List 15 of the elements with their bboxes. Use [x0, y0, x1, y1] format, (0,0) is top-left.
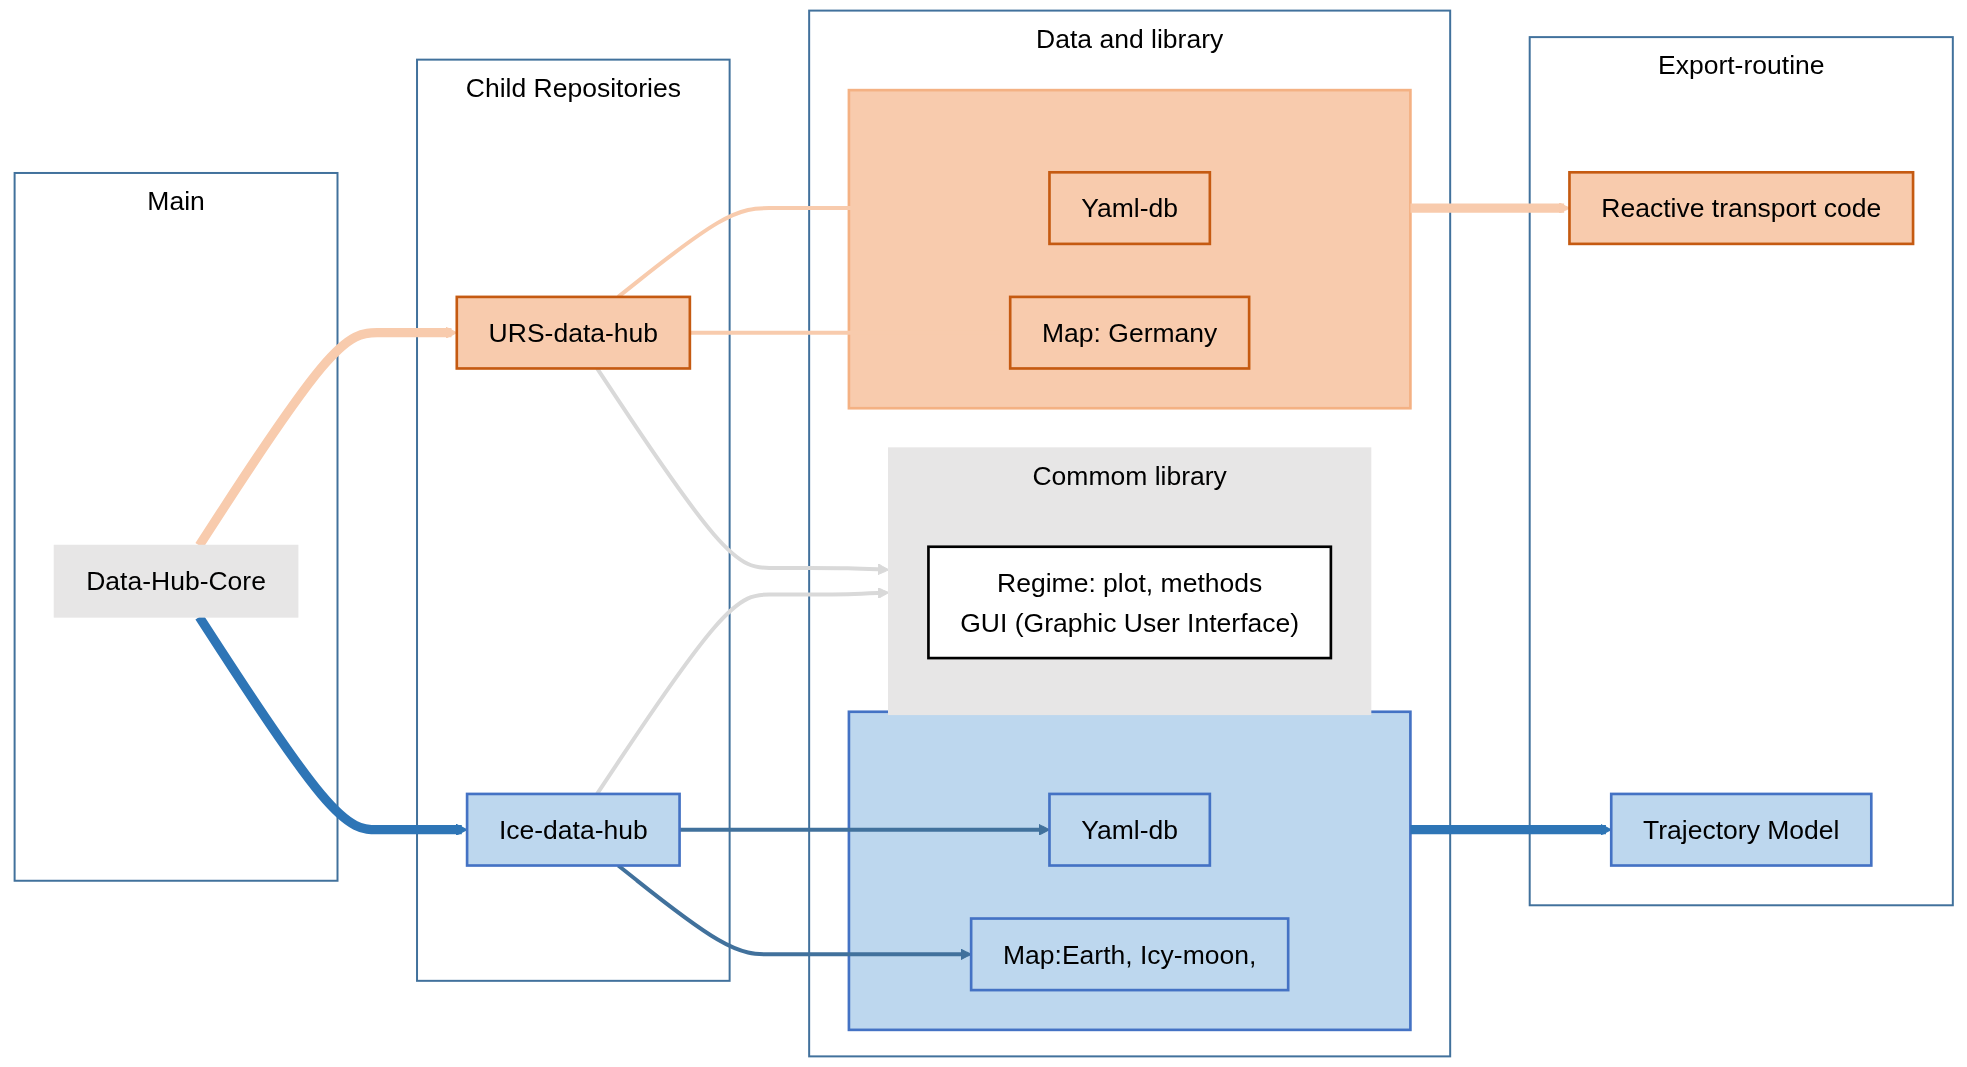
node-box: URS-data-hub [455, 295, 691, 370]
arrow [1410, 823, 1612, 836]
node-box: Reactive transport code [1567, 171, 1915, 246]
cluster [847, 710, 1412, 1032]
node-box: Data-Hub-Core [53, 544, 299, 618]
node-box: Yaml-db [1047, 792, 1211, 867]
node-box: Yaml-db [1047, 171, 1211, 246]
node-box: Ice-data-hub [465, 792, 681, 867]
node-box: Regime: plot, methods GUI (Graphic User Interface) [926, 545, 1332, 660]
node-box: Map:Earth, Icy-moon, [969, 917, 1290, 992]
node-box: Map: Germany [1008, 295, 1251, 370]
arrow [679, 823, 1050, 836]
cluster [847, 88, 1412, 410]
arrow [1410, 202, 1570, 214]
node-box: Trajectory Model [1609, 792, 1873, 867]
